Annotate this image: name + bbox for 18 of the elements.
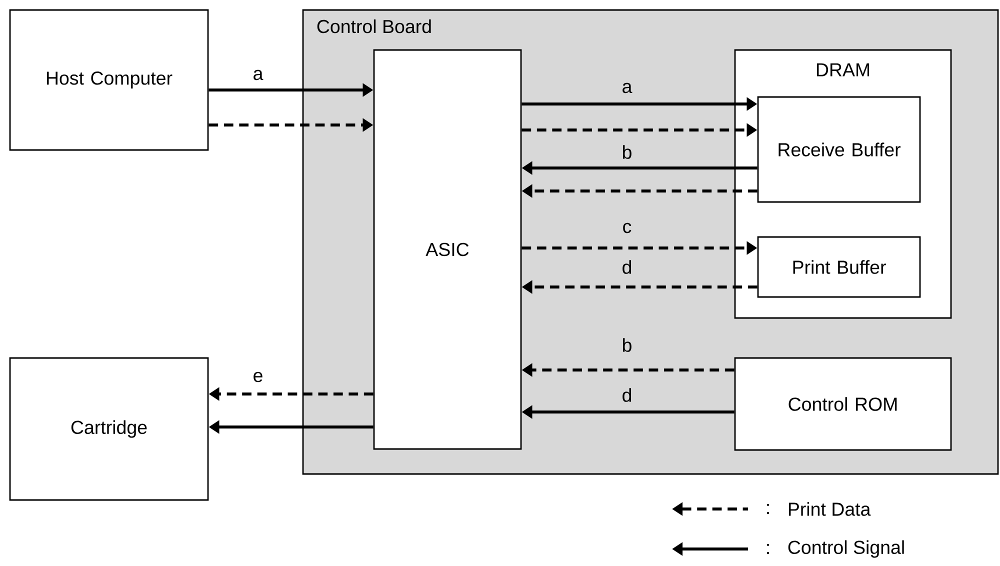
process-box: Cartridge	[9, 357, 209, 501]
edge-label: b	[620, 144, 634, 160]
process-box: Control ROM	[734, 357, 952, 451]
edge-label: d	[620, 386, 634, 404]
process-box: Print Buffer	[757, 236, 921, 298]
edge-label: d	[620, 258, 634, 276]
process-box: Host Computer	[9, 9, 209, 151]
legend-text: Control Signal	[788, 540, 904, 558]
process-box: ASIC	[373, 49, 522, 450]
edge-label: a	[620, 82, 634, 94]
separator-colon: :	[767, 544, 769, 554]
separator-colon: :	[767, 504, 769, 514]
edge-label: b	[620, 336, 634, 354]
process-box: Receive Buffer	[757, 96, 921, 203]
legend-text: Print Data	[788, 502, 871, 516]
edge-label: a	[252, 68, 264, 82]
edge-label: c	[621, 222, 633, 234]
edge-label: e	[252, 370, 264, 384]
